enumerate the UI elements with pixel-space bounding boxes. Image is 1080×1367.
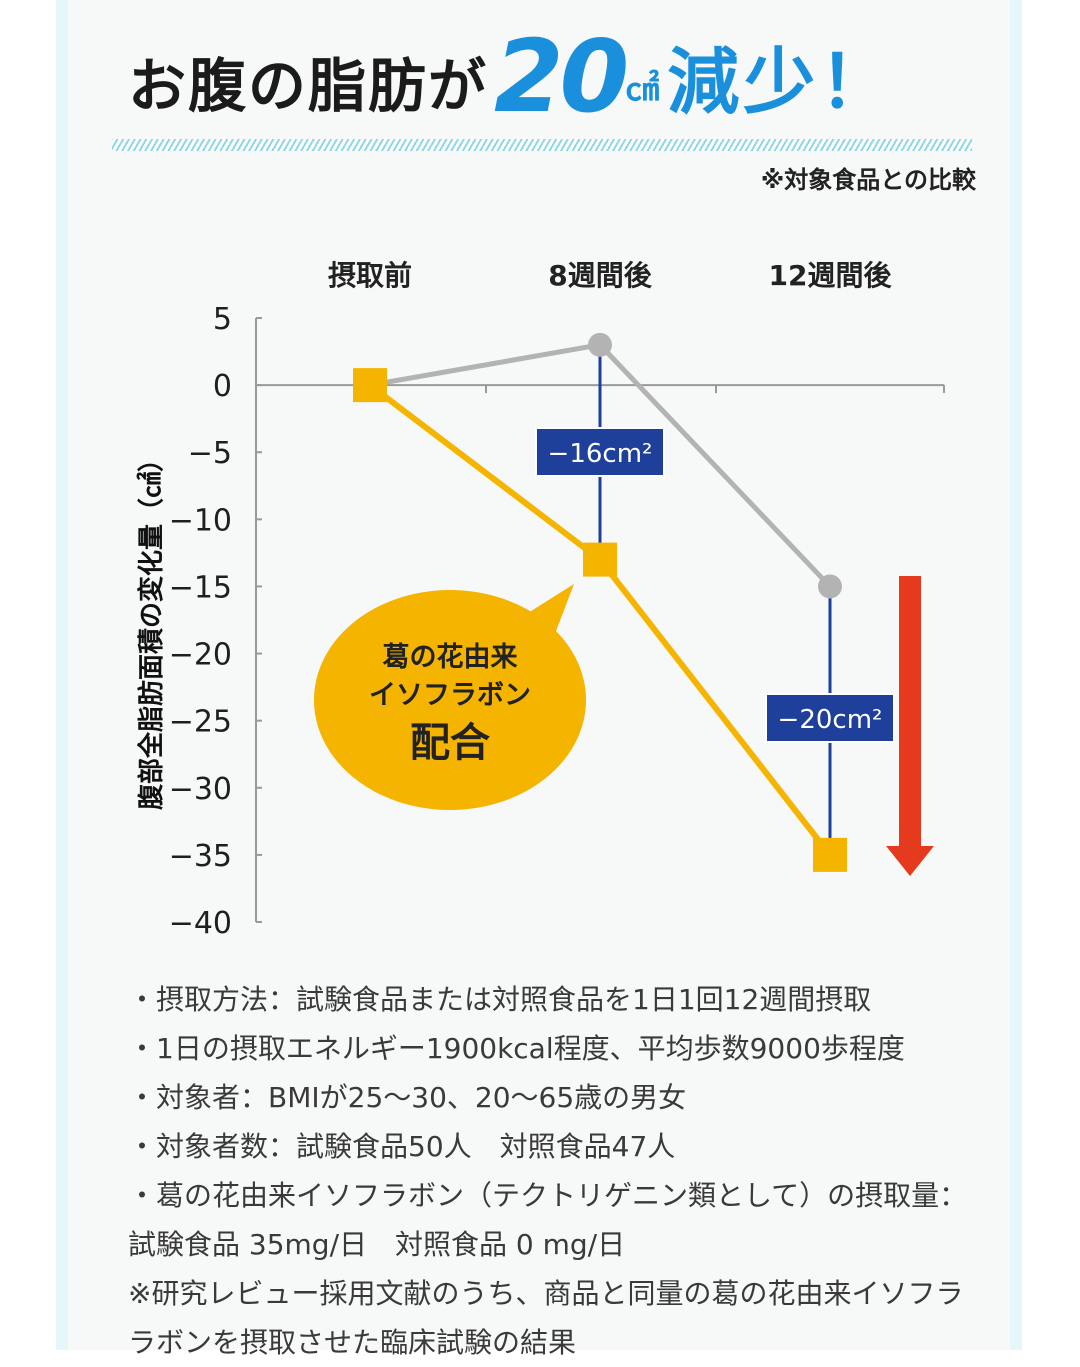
data-point-circle	[588, 332, 612, 357]
category-label: 12週間後	[769, 259, 893, 292]
chart-series	[353, 332, 847, 872]
y-tick-label: −30	[169, 772, 232, 807]
headline-number: 20	[494, 18, 629, 135]
data-point-square	[353, 368, 387, 403]
callout-line: イソフラボン	[369, 680, 531, 711]
difference-labels: −16cm² −20cm²	[535, 427, 895, 743]
callout-ellipse	[314, 590, 586, 810]
y-tick-label: 5	[213, 302, 232, 337]
y-tick-label: −35	[169, 839, 232, 874]
callout-tail	[520, 584, 574, 652]
category-label: 摂取前	[328, 259, 412, 292]
y-tick-label: −15	[169, 570, 232, 605]
note-line: ・葛の花由来イソフラボン（テクトリゲニン類として）の摂取量：	[128, 1179, 968, 1212]
note-line: ※研究レビュー採用文献のうち、商品と同量の葛の花由来イソフラ	[128, 1277, 964, 1310]
y-tick-label: −20	[169, 638, 232, 673]
note-line: ・対象者：BMIが25～30、20～65歳の男女	[128, 1081, 687, 1114]
decrease-arrow	[886, 576, 934, 876]
data-point-square	[583, 542, 617, 577]
note-line: ・対象者数：試験食品50人 対照食品47人	[128, 1130, 676, 1163]
headline: お腹の脂肪が 20 ㎠ 減少！	[128, 22, 895, 132]
headline-suffix: 減少！	[667, 40, 896, 124]
callout-line: 配合	[410, 720, 490, 766]
difference-label: −16cm²	[548, 439, 653, 469]
difference-box	[765, 693, 895, 743]
note-line: 試験食品 35mg/日 対照食品 0 mg/日	[128, 1228, 626, 1261]
y-tick-label: −40	[169, 906, 232, 941]
y-tick-label: 0	[213, 369, 232, 404]
note-line: ・摂取方法：試験食品または対照食品を1日1回12週間摂取	[128, 983, 872, 1016]
difference-label: −20cm²	[778, 705, 883, 735]
arrow-head	[886, 846, 934, 876]
y-axis-title: 腹部全脂肪面積の変化量（㎠）	[136, 446, 167, 811]
y-tick-label: −25	[169, 705, 232, 740]
difference-box	[535, 427, 665, 477]
note-line: ・1日の摂取エネルギー1900kcal程度、平均歩数9000歩程度	[128, 1032, 905, 1065]
headline-prefix: お腹の脂肪が	[128, 52, 489, 120]
y-tick-label: −10	[169, 503, 232, 538]
data-point-square	[813, 837, 847, 872]
note-line: ラボンを摂取させた臨床試験の結果	[128, 1326, 577, 1359]
y-tick-label: −5	[188, 436, 232, 471]
y-axis-label-group: 腹部全脂肪面積の変化量（㎠）	[136, 446, 167, 811]
headline-underline	[112, 139, 972, 151]
category-label: 8週間後	[548, 259, 652, 292]
arrow-shaft	[899, 576, 921, 846]
headline-unit: ㎠	[625, 69, 660, 109]
callout-line: 葛の花由来	[383, 642, 518, 673]
study-notes: ・摂取方法：試験食品または対照食品を1日1回12週間摂取 ・1日の摂取エネルギー…	[128, 975, 1028, 1367]
comparison-note: ※対象食品との比較	[760, 166, 976, 194]
data-point-circle	[818, 574, 842, 599]
